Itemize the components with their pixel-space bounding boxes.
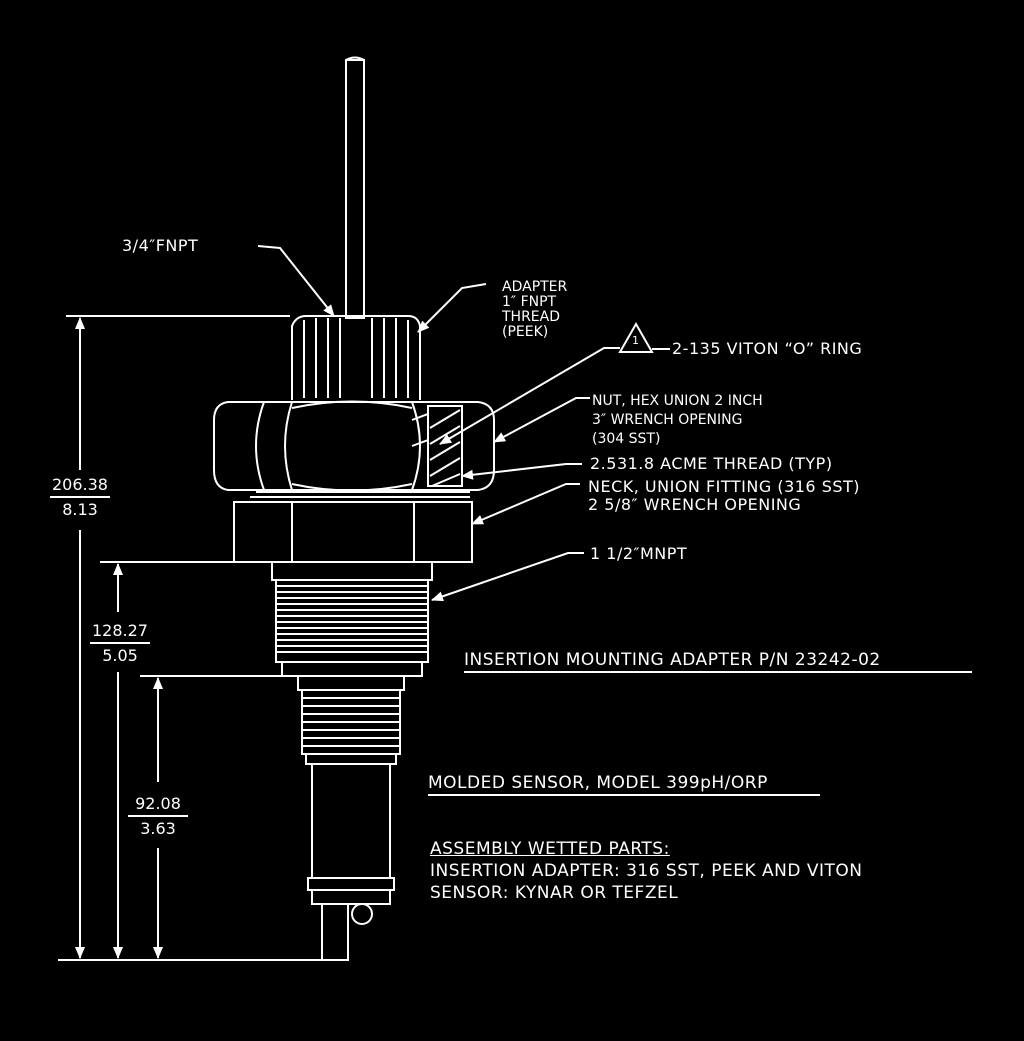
dimension-middle-inch: 5.05	[102, 646, 138, 665]
sensor-model-title: MOLDED SENSOR, MODEL 399pH/ORP	[428, 774, 820, 796]
adapter-line-1: ADAPTER	[502, 279, 568, 295]
wetted-parts-line-1: INSERTION ADAPTER: 316 SST, PEEK AND VIT…	[430, 861, 863, 881]
adapter-line-3: THREAD	[502, 309, 561, 325]
adapter-label: ADAPTER 1″ FNPT THREAD (PEEK)	[502, 280, 567, 340]
warning-triangle	[618, 321, 654, 353]
dimension-middle-mm: 128.27	[90, 621, 150, 644]
dimension-overall: 206.38 8.13	[50, 475, 110, 519]
neck-line-1: NECK, UNION FITTING (316 SST)	[588, 477, 861, 496]
adapter-line-4: (PEEK)	[502, 324, 549, 340]
wetted-parts-block: ASSEMBLY WETTED PARTS: INSERTION ADAPTER…	[430, 838, 862, 904]
hex-nut-line-2: 3″ WRENCH OPENING	[592, 412, 743, 428]
adapter-line-2: 1″ FNPT	[502, 294, 557, 310]
wetted-parts-heading: ASSEMBLY WETTED PARTS:	[430, 839, 670, 859]
neck-line-2: 2 5/8″ WRENCH OPENING	[588, 495, 802, 514]
sensor-cable-rod	[345, 56, 365, 319]
neck-union-fitting	[233, 501, 473, 563]
molded-sensor-body	[297, 675, 405, 961]
wetted-parts-line-2: SENSOR: KYNAR OR TEFZEL	[430, 883, 679, 903]
adapter-cap	[291, 315, 421, 400]
acme-thread-label: 2.531.8 ACME THREAD (TYP)	[590, 454, 833, 473]
oring-label: 2-135 VITON “O” RING	[672, 339, 863, 358]
hex-union-nut	[213, 400, 495, 492]
leader-lines	[257, 245, 670, 602]
adapter-part-number-title: INSERTION MOUNTING ADAPTER P/N 23242-02	[464, 651, 972, 673]
fnpt-3-4-label: 3/4″FNPT	[122, 236, 199, 255]
hex-nut-line-3: (304 SST)	[592, 431, 661, 447]
dimension-sensor: 92.08 3.63	[128, 794, 188, 838]
dimension-sensor-inch: 3.63	[140, 819, 176, 838]
hex-nut-label: NUT, HEX UNION 2 INCH 3″ WRENCH OPENING …	[592, 392, 763, 449]
dimension-sensor-mm: 92.08	[128, 794, 188, 817]
dimension-lines	[58, 315, 348, 961]
dimension-overall-mm: 206.38	[50, 475, 110, 498]
dimension-overall-inch: 8.13	[62, 500, 98, 519]
mnpt-label: 1 1/2″MNPT	[590, 544, 688, 563]
warning-mark: 1	[632, 334, 639, 347]
neck-label: NECK, UNION FITTING (316 SST) 2 5/8″ WRE…	[588, 478, 860, 514]
mnpt-threaded-body	[271, 561, 433, 677]
hex-nut-line-1: NUT, HEX UNION 2 INCH	[592, 393, 763, 409]
dimension-middle: 128.27 5.05	[90, 621, 150, 665]
